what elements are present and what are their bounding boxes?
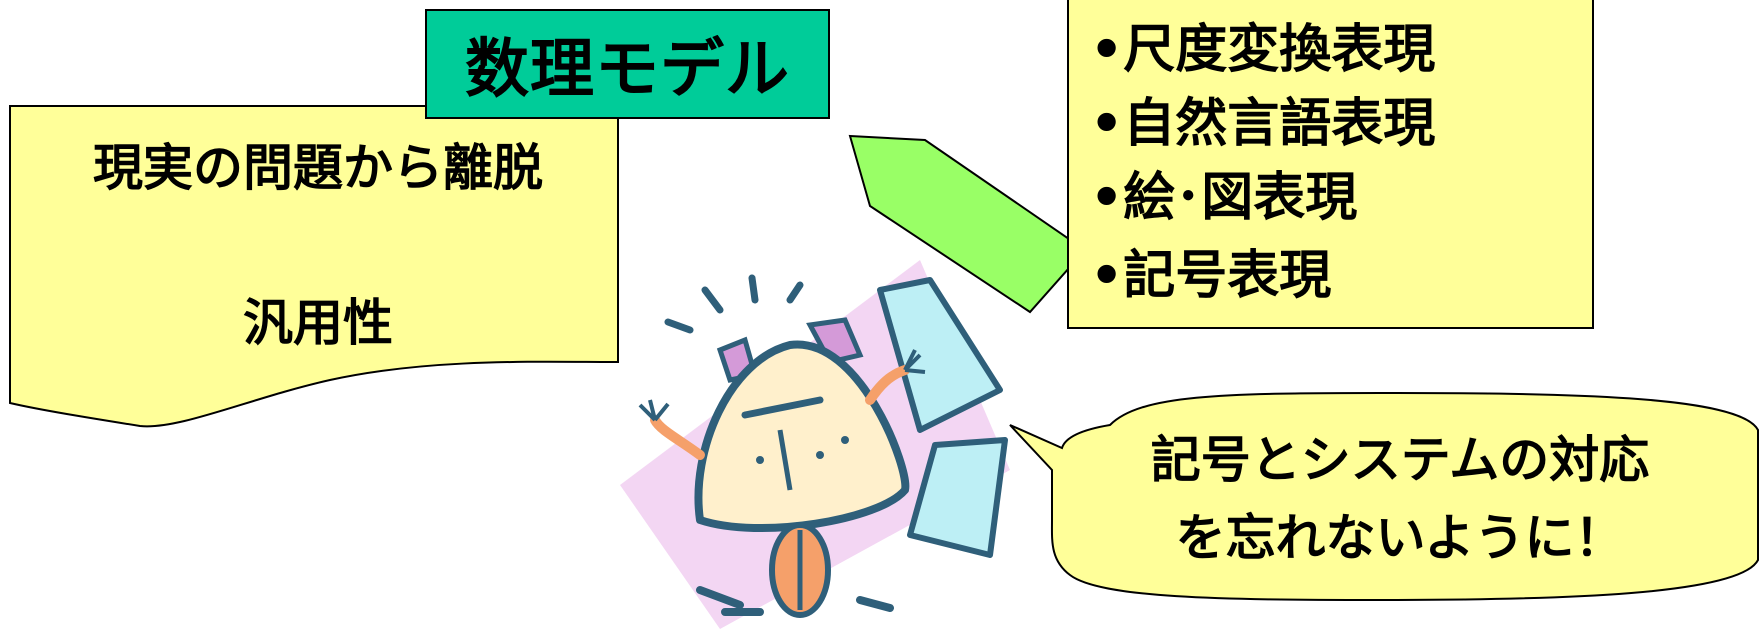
bubble-line-1: 記号とシステムの対応 [1150,431,1650,489]
flying-papers-icon [877,277,1008,558]
list-box-shape [1067,0,1594,329]
document-line-1: 現実の問題から離脱 [93,139,543,197]
list-item: •尺度変換表現 [1090,20,1436,80]
document-line-2: 汎用性 [243,294,393,352]
title-text: 数理モデル [465,33,790,107]
list-item: •自然言語表現 [1090,94,1436,154]
list-item: •記号表現 [1090,246,1332,306]
speech-bubble-shape [1009,391,1759,602]
bubble-line-2: を忘れないように！ [1175,509,1625,567]
title-box: 数理モデル [425,9,830,119]
list-item: •絵･図表現 [1090,168,1358,228]
alarm-clock-clipart-icon [620,260,1010,629]
document-shape [9,105,619,428]
arrow-shape [848,134,1087,314]
